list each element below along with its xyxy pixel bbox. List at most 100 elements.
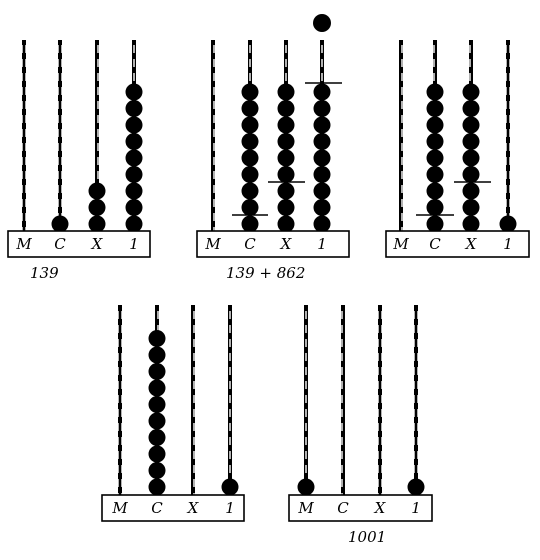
- abacus-bead: [426, 83, 444, 101]
- abacus-bead: [148, 346, 166, 364]
- abacus-bead: [241, 100, 259, 117]
- abacus-bead: [221, 478, 239, 496]
- abacus-bead: [313, 149, 331, 167]
- abacus-rod: [58, 40, 62, 231]
- base-label-x: X: [374, 499, 387, 517]
- abacus-bead: [297, 478, 315, 496]
- abacus-bead: [426, 199, 444, 216]
- abacus-bead: [462, 215, 480, 233]
- base-label-m: M: [297, 499, 314, 517]
- abacus-bead: [88, 182, 106, 200]
- abacus-bead: [125, 215, 143, 233]
- abacus-bead: [462, 199, 480, 216]
- base-label-m: M: [204, 235, 221, 253]
- abacus-bead: [313, 166, 331, 183]
- abacus-bead: [241, 199, 259, 216]
- abacus-caption: 139: [30, 264, 59, 282]
- base-label-m: M: [111, 499, 128, 517]
- abacus-rod: [304, 305, 308, 495]
- abacus-bead: [241, 149, 259, 167]
- abacus-bead: [462, 149, 480, 167]
- abacus-rod: [414, 305, 418, 495]
- abacus-bead: [148, 396, 166, 413]
- abacus-bead: [462, 100, 480, 117]
- abacus-bead: [277, 199, 295, 216]
- abacus-bead: [241, 83, 259, 101]
- abacus-bead: [51, 215, 69, 233]
- abacus-bead: [277, 100, 295, 117]
- abacus-bead: [148, 363, 166, 380]
- abacus-bead: [277, 149, 295, 167]
- abacus-bead: [125, 166, 143, 183]
- abacus-rod: [22, 40, 26, 231]
- abacus-bead: [277, 166, 295, 183]
- abacus-bead: [462, 83, 480, 101]
- base-label-x: X: [465, 235, 478, 253]
- abacus-bead: [148, 412, 166, 430]
- base-label-m: M: [392, 235, 409, 253]
- abacus-bead: [125, 149, 143, 167]
- abacus-bead: [313, 100, 331, 117]
- abacus-rod: [228, 305, 232, 495]
- base-label-1: 1: [129, 235, 139, 253]
- abacus-bead: [313, 116, 331, 134]
- abacus-bead: [462, 166, 480, 183]
- base-label-x: X: [187, 499, 200, 517]
- abacus-bead: [148, 478, 166, 496]
- abacus-bead: [426, 149, 444, 167]
- abacus-bead: [88, 215, 106, 233]
- abacus-bead: [407, 478, 425, 496]
- base-label-1: 1: [225, 499, 235, 517]
- abacus-4: M C X 1: [101, 305, 245, 522]
- abacus-bead: [313, 83, 331, 101]
- abacus-bead: [241, 133, 259, 150]
- base-label-c: C: [429, 235, 441, 253]
- abacus-bead: [125, 83, 143, 101]
- abacus-bead: [313, 215, 331, 233]
- base-label-x: X: [280, 235, 293, 253]
- abacus-rod: [341, 305, 345, 495]
- abacus-bead: [148, 445, 166, 463]
- abacus-rod: [399, 40, 403, 231]
- abacus-base: [7, 230, 151, 258]
- abacus-base: [101, 494, 245, 522]
- abacus-rod: [378, 305, 382, 495]
- abacus-bead: [241, 215, 259, 233]
- abacus-bead: [462, 133, 480, 150]
- abacus-bead: [277, 133, 295, 150]
- abacus-bead: [499, 215, 517, 233]
- abacus-bead: [125, 133, 143, 150]
- base-label-m: M: [15, 235, 32, 253]
- base-label-1: 1: [503, 235, 513, 253]
- abacus-bead: [426, 215, 444, 233]
- abacus-bead: [462, 182, 480, 200]
- base-label-c: C: [337, 499, 349, 517]
- abacus-bead: [148, 462, 166, 479]
- abacus-base: [385, 230, 530, 258]
- carry-bead: [313, 14, 331, 32]
- abacus-caption: 139 + 862: [226, 264, 305, 282]
- abacus-base: [196, 230, 350, 258]
- abacus-bead: [313, 133, 331, 150]
- abacus-bead: [148, 429, 166, 446]
- abacus-caption: 1001: [348, 528, 386, 546]
- abacus-2: M C X 1 139 + 862: [196, 14, 350, 282]
- base-label-c: C: [151, 499, 163, 517]
- abacus-bead: [426, 166, 444, 183]
- abacus-base: [288, 494, 433, 522]
- abacus-bead: [125, 116, 143, 134]
- abacus-bead: [277, 83, 295, 101]
- base-label-1: 1: [317, 235, 327, 253]
- abacus-bead: [148, 379, 166, 397]
- base-label-c: C: [244, 235, 256, 253]
- abacus-bead: [313, 182, 331, 200]
- abacus-bead: [88, 199, 106, 216]
- abacus-rod: [506, 40, 510, 231]
- abacus-rod: [211, 40, 215, 231]
- base-label-x: X: [91, 235, 104, 253]
- abacus-bead: [462, 116, 480, 134]
- abacus-bead: [241, 116, 259, 134]
